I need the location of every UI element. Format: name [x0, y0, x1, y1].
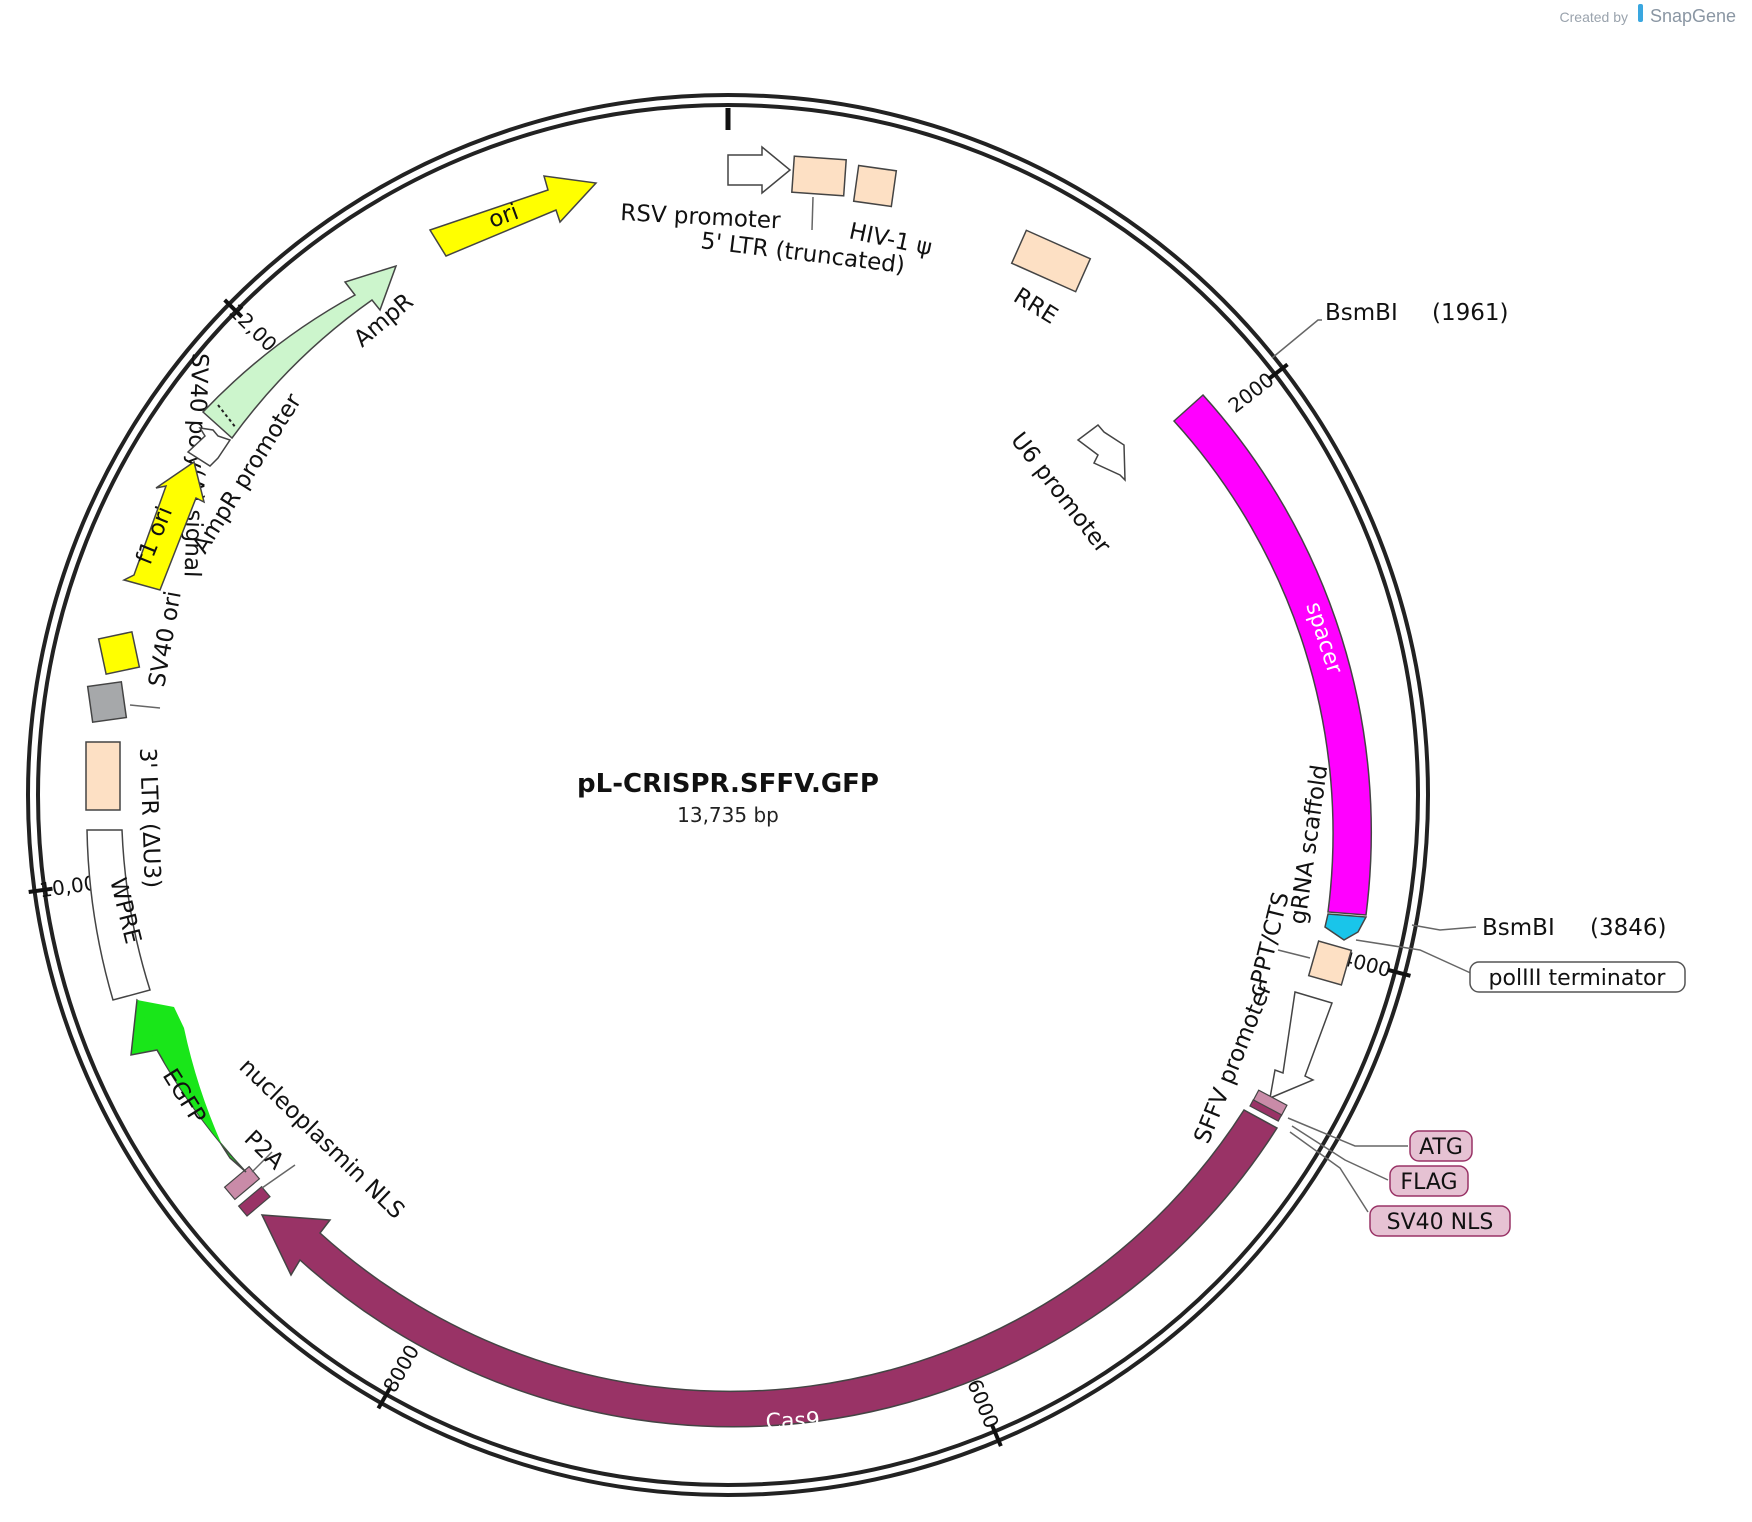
- sv40-ori-box[interactable]: [97, 630, 141, 676]
- flag-box[interactable]: [1389, 1165, 1469, 1197]
- feature-3-ltr[interactable]: 3' LTR (ΔU3): [85, 741, 165, 889]
- feature-sv40-ori[interactable]: SV40 ori: [97, 589, 187, 689]
- feature-nls-p2a[interactable]: nucleoplasmin NLS P2A: [223, 1054, 410, 1225]
- sv40-nls-label: SV40 NLS: [1387, 1210, 1494, 1235]
- flag-label: FLAG: [1400, 1170, 1457, 1195]
- site-bsmbi-3846[interactable]: BsmBI (3846): [1411, 915, 1666, 941]
- bsmbi-3846-position: (3846): [1590, 915, 1666, 941]
- tick-label: 8000: [378, 1340, 424, 1396]
- tick-mark: [1386, 967, 1411, 978]
- feature-egfp[interactable]: EGFP: [130, 998, 247, 1173]
- feature-spacer[interactable]: spacer: [1172, 393, 1373, 916]
- cas9-arrow[interactable]: [260, 1109, 1279, 1428]
- poliii-terminator-label: polIII terminator: [1489, 966, 1667, 991]
- feature-rre[interactable]: RRE: [1009, 229, 1092, 330]
- grna-scaffold-arrow[interactable]: [1324, 913, 1368, 941]
- tick-mark: [28, 886, 53, 894]
- credit-brand: SnapGene: [1650, 6, 1736, 26]
- snapgene-logo-icon: [1638, 4, 1643, 22]
- feature-ampr[interactable]: AmpR: [201, 264, 419, 440]
- p2a-label: P2A: [239, 1126, 289, 1176]
- cas9-label: Cas9: [765, 1408, 820, 1435]
- 5-ltr-box[interactable]: [791, 155, 847, 197]
- bsmbi-3846-enzyme: BsmBI: [1482, 915, 1555, 941]
- rsv-promoter-label: RSV promoter: [620, 200, 782, 234]
- u6-promoter-arrow[interactable]: [1076, 423, 1126, 482]
- callout-sv40-nls[interactable]: SV40 NLS: [1369, 1205, 1511, 1237]
- feature-u6-promoter[interactable]: U6 promoter: [1005, 423, 1126, 559]
- plasmid-name: pL-CRISPR.SFFV.GFP: [577, 769, 879, 799]
- f1-ori-arrow[interactable]: [121, 460, 206, 591]
- plasmid-length: 13,735 bp: [677, 803, 779, 827]
- wpre-box[interactable]: [86, 829, 151, 1001]
- tick-label: 6000: [962, 1376, 1004, 1432]
- atg-box[interactable]: [1409, 1130, 1473, 1162]
- sv40-ori-label: SV40 ori: [144, 589, 186, 689]
- backbone-inner-circle: [36, 103, 1420, 1487]
- atg-label: ATG: [1419, 1135, 1463, 1160]
- tick-mark: [223, 298, 244, 319]
- sffv-promoter-arrow[interactable]: [1269, 991, 1333, 1100]
- ampr-arrow[interactable]: [201, 264, 398, 440]
- feature-ori[interactable]: ori: [428, 175, 598, 257]
- credit-prefix: Created by: [1560, 9, 1628, 25]
- bsmbi-1961-position: (1961): [1432, 300, 1508, 326]
- 3-ltr-box[interactable]: [85, 741, 121, 811]
- sv40-nls-segment[interactable]: [1249, 1099, 1283, 1122]
- cppt-cts-box[interactable]: [1307, 940, 1353, 986]
- sv40-polya-box[interactable]: [86, 680, 128, 724]
- tick-mark: [1267, 362, 1289, 381]
- site-bsmbi-1961[interactable]: BsmBI (1961): [1271, 300, 1508, 359]
- callout-flag[interactable]: FLAG: [1389, 1165, 1469, 1197]
- ampr-promoter-arrow[interactable]: [186, 427, 232, 467]
- poliii-terminator-box[interactable]: [1469, 961, 1686, 993]
- credit: Created by SnapGene: [1560, 4, 1736, 26]
- rsv-promoter-arrow[interactable]: [727, 145, 792, 195]
- nucleoplasmin-nls-segment[interactable]: [237, 1185, 271, 1217]
- callout-poliii-terminator[interactable]: polIII terminator: [1355, 939, 1686, 993]
- feature-cas9[interactable]: Cas9: [260, 1109, 1279, 1435]
- spacer-arc[interactable]: [1172, 393, 1373, 916]
- feature-cas9-start-elements[interactable]: [1249, 1089, 1408, 1213]
- bsmbi-1961-enzyme: BsmBI: [1325, 300, 1398, 326]
- callout-atg[interactable]: ATG: [1409, 1130, 1473, 1162]
- rre-box[interactable]: [1010, 229, 1092, 293]
- feature-rsv-promoter[interactable]: RSV promoter: [620, 145, 792, 234]
- tick-label: 2000: [1224, 367, 1279, 417]
- ori-arrow[interactable]: [428, 175, 598, 257]
- p2a-segment[interactable]: [223, 1165, 261, 1201]
- backbone-outer-circle: [26, 93, 1430, 1497]
- 3-ltr-label: 3' LTR (ΔU3): [134, 747, 165, 888]
- tick-mark: [989, 1423, 1003, 1447]
- hiv-psi-box[interactable]: [852, 164, 898, 208]
- sv40-nls-box[interactable]: [1369, 1205, 1511, 1237]
- tick-mark: [376, 1386, 393, 1410]
- rre-label: RRE: [1009, 283, 1062, 330]
